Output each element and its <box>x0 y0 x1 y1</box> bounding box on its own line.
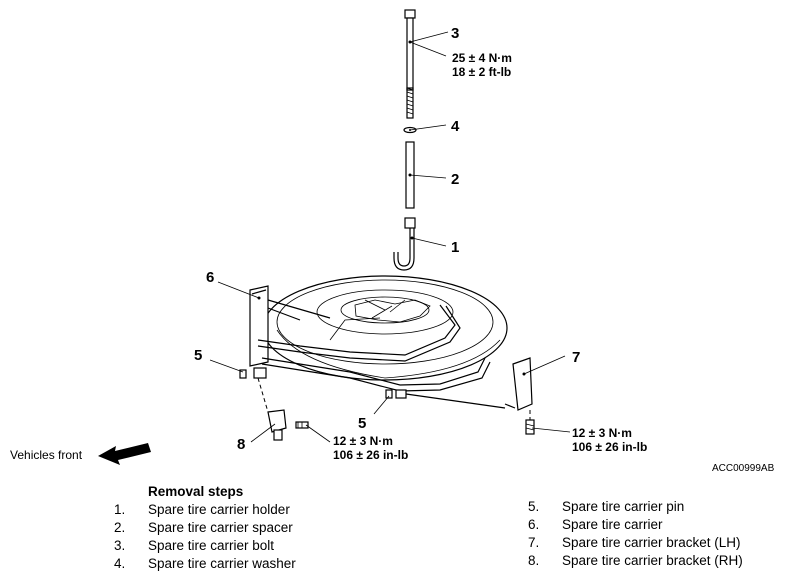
torque-left-nm: 12 ± 3 N·m <box>333 434 393 448</box>
carrier-holder <box>393 217 416 271</box>
callout-3: 3 <box>451 25 459 42</box>
vehicles-front-label: Vehicles front <box>10 448 83 462</box>
carrier-pin-right <box>385 389 393 399</box>
callout-5-left: 5 <box>194 347 202 364</box>
carrier-bracket-rh <box>267 409 309 441</box>
callout-6: 6 <box>206 269 214 286</box>
callout-8: 8 <box>237 436 245 453</box>
callout-5-right: 5 <box>358 415 366 432</box>
callout-2: 2 <box>451 171 459 188</box>
spare-tire <box>262 275 508 381</box>
torque-bolt-ftlb: 18 ± 2 ft-lb <box>452 65 511 79</box>
torque-right-nm: 12 ± 3 N·m <box>572 426 632 440</box>
callout-1: 1 <box>451 239 459 256</box>
figure-code: ACC00999AB <box>712 463 775 474</box>
leader-lines <box>209 31 571 443</box>
callout-4: 4 <box>451 118 460 135</box>
carrier-pin-left <box>239 369 269 413</box>
torque-bolt-nm: 25 ± 4 N·m <box>452 51 512 65</box>
spare-tire-carrier <box>249 285 506 409</box>
torque-right-inlb: 106 ± 26 in-lb <box>572 440 647 454</box>
carrier-bolt <box>404 9 416 119</box>
torque-left-inlb: 106 ± 26 in-lb <box>333 448 408 462</box>
carrier-bracket-lh <box>504 357 535 435</box>
callout-7: 7 <box>572 349 580 366</box>
vehicles-front-arrow-icon <box>98 443 151 465</box>
